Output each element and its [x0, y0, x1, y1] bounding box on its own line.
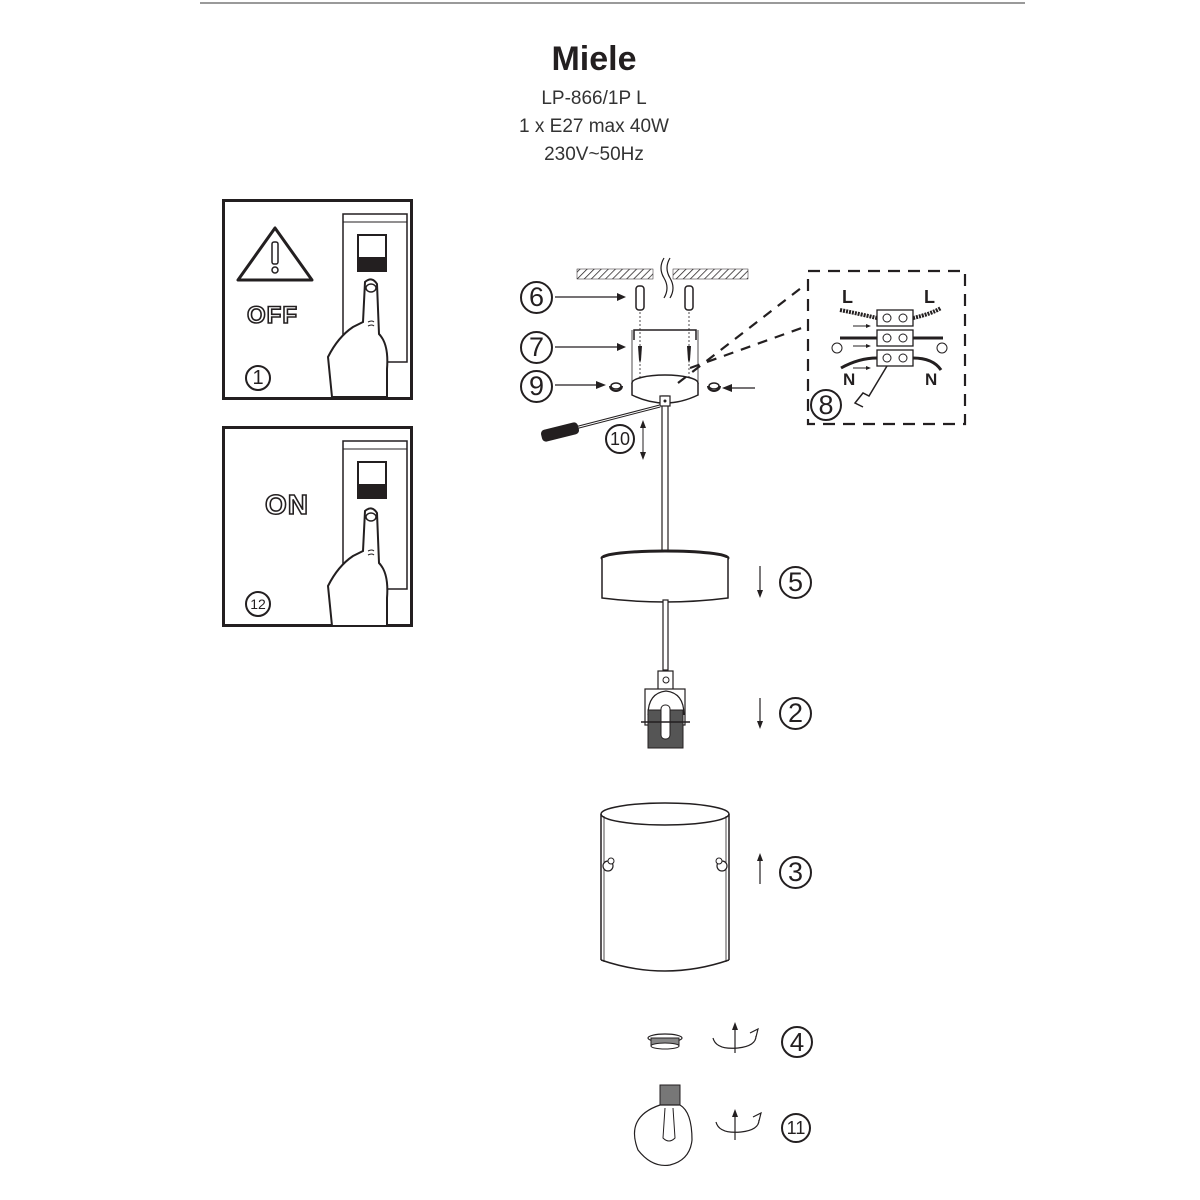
step-7-badge: 7 [520, 331, 553, 364]
screwdriver-icon [540, 404, 661, 442]
top-divider [200, 2, 1025, 4]
warning-triangle-icon [236, 226, 314, 282]
power-on-panel: ON 12 [222, 426, 413, 627]
light-bulb-icon [633, 1084, 693, 1167]
step-6-badge: 6 [520, 281, 553, 314]
step-11-badge: 11 [781, 1113, 811, 1143]
glass-shade-icon [600, 802, 730, 972]
bulb-spec: 1 x E27 max 40W [519, 116, 669, 137]
pointing-hand-icon [326, 278, 389, 398]
off-label: OFF [246, 301, 298, 330]
live-label-left: L [842, 287, 853, 307]
rotate-arrow-icon [715, 1109, 762, 1140]
rotate-arrow-icon [712, 1022, 759, 1053]
step-9-badge: 9 [520, 370, 553, 403]
product-title: Miele [551, 40, 637, 78]
voltage-spec: 230V~50Hz [544, 144, 644, 165]
power-off-panel: OFF 1 [222, 199, 413, 400]
threaded-ring-icon [647, 1033, 683, 1050]
step-1-badge: 1 [245, 365, 271, 391]
live-label-right: L [924, 287, 935, 307]
model-number: LP-866/1P L [541, 88, 647, 109]
step-4-badge: 4 [781, 1026, 813, 1058]
neutral-label-right: N [925, 370, 938, 389]
terminal-block-icon [876, 309, 914, 367]
step-8-badge: 8 [810, 389, 842, 421]
on-label: ON [264, 488, 309, 521]
step-12-badge: 12 [245, 591, 271, 617]
step-5-badge: 5 [779, 566, 812, 599]
step-3-badge: 3 [779, 856, 812, 889]
neutral-label-left: N [843, 370, 856, 389]
step-10-badge: 10 [605, 424, 635, 454]
step-2-badge: 2 [779, 697, 812, 730]
pointing-hand-icon [326, 507, 389, 627]
